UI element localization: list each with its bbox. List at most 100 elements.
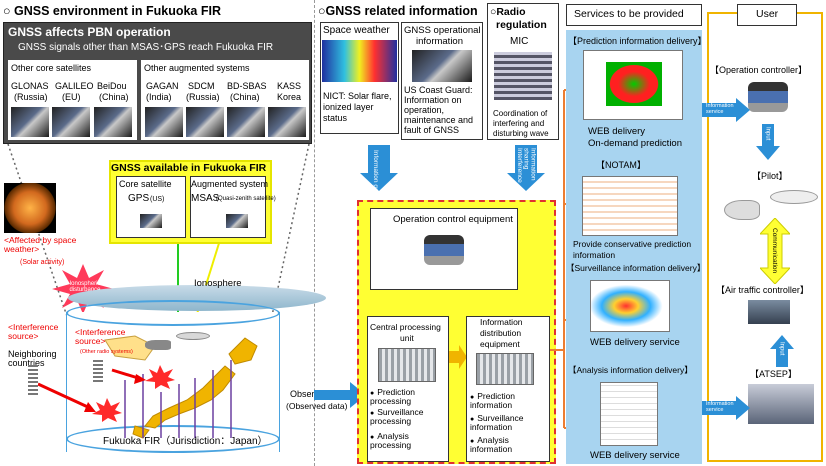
msas-label: MSAS: [191, 193, 220, 204]
aug-name-3: KASS: [277, 81, 302, 91]
central-processing-title-0: Central processing: [370, 322, 441, 332]
info-distribution-title-1: distribution: [480, 328, 522, 338]
gps-country: (US): [150, 196, 165, 203]
augmented-systems-title: Other augmented systems: [144, 63, 250, 73]
prediction-web-label: WEB delivery: [588, 126, 646, 137]
satellite-image-gagan: [145, 107, 183, 137]
info-service-label-1: Information service: [706, 103, 734, 115]
gnss-operational-desc-2: operation,: [404, 105, 445, 115]
info-gathering-arrow: [360, 145, 398, 191]
prediction-map-image: [606, 62, 662, 106]
helicopter-icon: [145, 340, 171, 350]
services-header: [566, 4, 702, 26]
msas-satellite-icon: [226, 214, 248, 228]
aug-country-0: (India): [146, 92, 172, 102]
surveillance-title: 【Surveillance information delivery】: [566, 263, 706, 273]
notam-title: 【NOTAM】: [596, 160, 646, 170]
satellite-image-sdcm: [186, 107, 224, 137]
gps-satellite-icon: [140, 214, 162, 228]
core-country-1: (EU): [62, 92, 81, 102]
airplane-icon: [176, 332, 210, 340]
input-arrow-1: [756, 124, 780, 160]
input-label-1: Input: [764, 127, 771, 141]
info-sharing-label: Information sharing Interference: [515, 148, 537, 183]
communication-arrow: [760, 218, 790, 284]
notam-screenshot: [582, 176, 678, 236]
atsep-label: 【ATSEP】: [750, 369, 797, 379]
satellite-image-kass: [268, 107, 306, 137]
radio-regulation-title-1: regulation: [496, 19, 547, 31]
info-service-arrow-1: [702, 98, 750, 122]
core-satellite-label: Core satellite: [119, 179, 172, 189]
satellite-image-galileo: [52, 107, 90, 137]
radio-desc-2: disturbing wave: [493, 129, 549, 138]
gnss-environment-title: ○ GNSS environment in Fukuoka FIR: [3, 4, 221, 18]
space-weather-title: Space weather: [323, 25, 390, 36]
gnss-operational-image: [412, 50, 472, 82]
aug-country-1: (Russia): [186, 92, 220, 102]
atc-label: 【Air traffic controller】: [716, 285, 809, 295]
aug-country-2: (China): [230, 92, 260, 102]
input-arrow-2: [770, 335, 794, 367]
radio-regulation-title-0: ○Radio: [490, 6, 526, 18]
gps-label: GPS: [128, 193, 150, 204]
neighboring-countries-label: Neighboring countries: [8, 349, 57, 369]
info-distribution-title-2: equipment: [480, 339, 520, 349]
msas-note: (Quasi-zenith satellite): [216, 196, 276, 202]
gnss-operational-desc-4: fault of GNSS: [404, 125, 460, 135]
space-weather-desc-2: status: [323, 113, 348, 123]
info-gathering-label: Information gathering: [371, 150, 379, 212]
pilot-label: 【Pilot】: [752, 171, 788, 181]
space-weather-desc-0: NICT: Solar flare,: [323, 91, 392, 101]
gnss-available-title: GNSS available in Fukuoka FIR: [111, 162, 267, 174]
aug-name-2: BD-SBAS: [227, 81, 267, 91]
mic-label: MIC: [510, 36, 529, 47]
atc-room-image: [748, 300, 790, 324]
ionosphere-label: Ionosphere: [194, 278, 242, 289]
gnss-operational-desc-3: maintenance and: [404, 115, 474, 125]
user-header: [737, 4, 797, 26]
fukuoka-fir-top-ellipse: [66, 300, 280, 326]
notam-desc-1: information: [573, 250, 616, 260]
space-weather-desc-1: ionized layer: [323, 102, 374, 112]
analysis-title: 【Analysis information delivery】: [568, 365, 693, 375]
radio-desc-1: interfering and: [493, 119, 545, 128]
input-label-2: Input: [778, 342, 785, 356]
observation-data-arrow: [314, 382, 366, 408]
neighboring-tower-icon: [28, 365, 38, 395]
sun-image: [4, 183, 56, 233]
gnss-info-title: ○GNSS related information: [318, 4, 478, 18]
fukuoka-fir-label: Fukuoka FIR（Jurisdiction：Japan）: [103, 436, 268, 447]
satellite-image-glonass: [11, 107, 49, 137]
processing-to-distribution-arrow: [449, 345, 467, 369]
core-satellites-title: Other core satellites: [11, 63, 92, 73]
gnss-environment-panel: [0, 0, 315, 466]
notam-desc-0: Provide conservative prediction: [573, 239, 692, 249]
analysis-web-label: WEB delivery service: [590, 450, 680, 461]
prediction-ondemand-label: On-demand prediction: [588, 138, 682, 149]
central-processing-server-image: [378, 348, 436, 382]
radio-tower-icon: [93, 358, 103, 382]
pbn-title: GNSS affects PBN operation: [8, 25, 171, 39]
info-distribution-title-0: Information: [480, 317, 523, 327]
core-country-0: (Russia): [14, 92, 48, 102]
radio-desc-0: Coordination of: [493, 109, 548, 118]
gnss-operational-card: [401, 22, 483, 140]
info-sharing-arrow: [507, 145, 545, 191]
solar-activity-label: (Solar activity): [20, 259, 65, 266]
operator-figure-icon: [424, 235, 464, 265]
operation-control-label: Operation control equipment: [393, 214, 513, 225]
central-item-0: Prediction processing: [370, 387, 448, 406]
gnss-operational-title-0: GNSS operational: [404, 25, 481, 36]
core-name-1: GALILEO: [55, 81, 94, 91]
atsep-room-image: [748, 384, 814, 424]
interference-burst-left: [92, 398, 122, 422]
aug-country-3: Korea: [277, 92, 302, 102]
interference-mid-label: <Interference source>: [75, 327, 126, 346]
info-service-label-2: Information service: [706, 401, 734, 413]
info-item-2: Analysis information: [470, 435, 550, 454]
mic-building-image: [494, 52, 552, 100]
central-item-1: Surveillance processing: [370, 407, 448, 426]
interference-left-label: <Interference source>: [8, 322, 59, 341]
fukuoka-fir-bottom-ellipse: [66, 425, 280, 453]
